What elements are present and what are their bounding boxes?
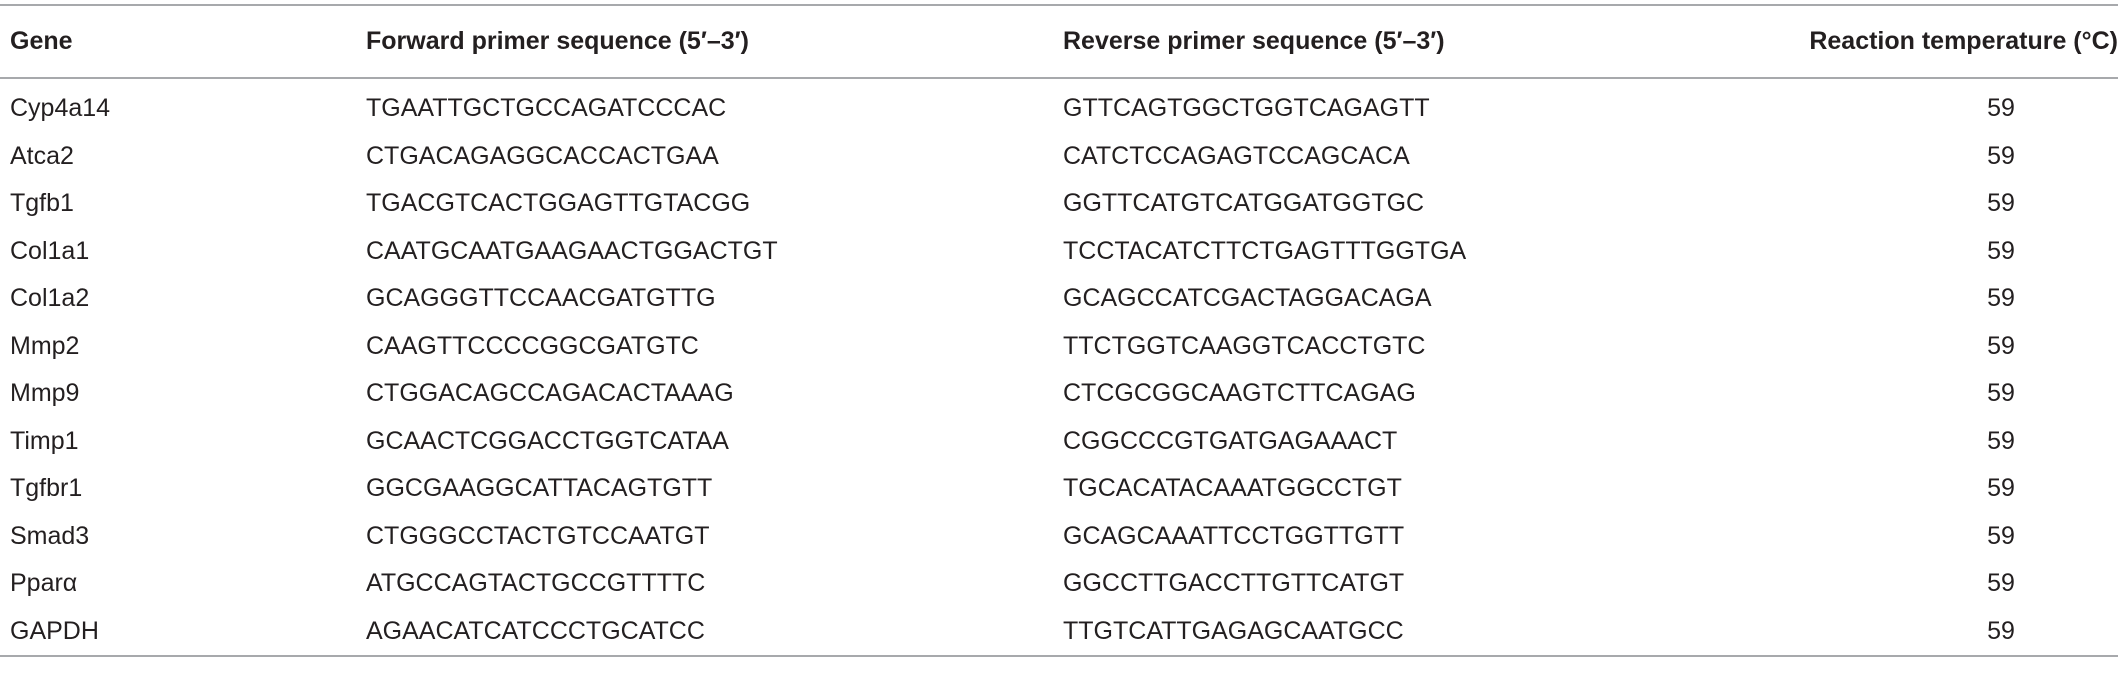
cell-gene: Col1a1: [10, 236, 90, 265]
cell-reverse-primer: CGGCCCGTGATGAGAAACT: [1063, 426, 1398, 455]
cell-reverse-primer: TGCACATACAAATGGCCTGT: [1063, 474, 1402, 503]
table-row: GAPDH AGAACATCATCCCTGCATCC TTGTCATTGAGAGCA…: [0, 608, 2118, 656]
cell-reaction-temperature: 59: [1987, 521, 2015, 550]
table-row: Timp1 GCAACTCGGACCTGGTCATAA CGGCCCGTGATGAG…: [0, 418, 2118, 466]
cell-forward-primer: CTGGGCCTACTGTCCAATGT: [366, 521, 710, 550]
table-row: Pparα ATGCCAGTACTGCCGTTTTC GGCCTTGACCTTGTT…: [0, 560, 2118, 608]
cell-reaction-temperature: 59: [1987, 141, 2015, 170]
cell-forward-primer: CAAGTTCCCCGGCGATGTC: [366, 331, 699, 360]
cell-gene: Tgfb1: [10, 189, 74, 218]
cell-reaction-temperature: 59: [1987, 426, 2015, 455]
cell-reaction-temperature: 59: [1987, 331, 2015, 360]
cell-gene: Pparα: [10, 569, 78, 598]
cell-reaction-temperature: 59: [1987, 569, 2015, 598]
header-reverse-primer: Reverse primer sequence (5′–3′): [1063, 27, 1445, 55]
cell-forward-primer: CTGGACAGCCAGACACTAAAG: [366, 379, 734, 408]
cell-forward-primer: ATGCCAGTACTGCCGTTTTC: [366, 569, 706, 598]
cell-reverse-primer: TTCTGGTCAAGGTCACCTGTC: [1063, 331, 1426, 360]
cell-reaction-temperature: 59: [1987, 616, 2015, 645]
cell-reverse-primer: TTGTCATTGAGAGCAATGCC: [1063, 616, 1404, 645]
cell-reaction-temperature: 59: [1987, 474, 2015, 503]
table-row: Smad3 CTGGGCCTACTGTCCAATGT GCAGCAAATTCCTGG…: [0, 513, 2118, 561]
cell-reverse-primer: CATCTCCAGAGTCCAGCACA: [1063, 141, 1410, 170]
cell-reverse-primer: GCAGCCATCGACTAGGACAGA: [1063, 284, 1432, 313]
cell-forward-primer: GCAGGGTTCCAACGATGTTG: [366, 284, 716, 313]
cell-reaction-temperature: 59: [1987, 94, 2015, 123]
table-row: Mmp9 CTGGACAGCCAGACACTAAAG CTCGCGGCAAGTCTT…: [0, 370, 2118, 418]
table-row: Tgfbr1 GGCGAAGGCATTACAGTGTT TGCACATACAAATG…: [0, 465, 2118, 513]
cell-forward-primer: CTGACAGAGGCACCACTGAA: [366, 141, 719, 170]
header-forward-primer: Forward primer sequence (5′–3′): [366, 27, 749, 55]
cell-reverse-primer: GGTTCATGTCATGGATGGTGC: [1063, 189, 1425, 218]
table-body: Cyp4a14 TGAATTGCTGCCAGATCCCAC GTTCAGTGGCTG…: [0, 78, 2118, 656]
cell-reverse-primer: GCAGCAAATTCCTGGTTGTT: [1063, 521, 1405, 550]
cell-reverse-primer: GGCCTTGACCTTGTTCATGT: [1063, 569, 1405, 598]
cell-reaction-temperature: 59: [1987, 236, 2015, 265]
cell-gene: Col1a2: [10, 284, 90, 313]
cell-forward-primer: GGCGAAGGCATTACAGTGTT: [366, 474, 713, 503]
cell-forward-primer: TGACGTCACTGGAGTTGTACGG: [366, 189, 751, 218]
cell-gene: GAPDH: [10, 616, 99, 645]
cell-forward-primer: GCAACTCGGACCTGGTCATAA: [366, 426, 729, 455]
cell-gene: Atca2: [10, 141, 74, 170]
cell-reaction-temperature: 59: [1987, 189, 2015, 218]
cell-reaction-temperature: 59: [1987, 284, 2015, 313]
table-row: Atca2 CTGACAGAGGCACCACTGAA CATCTCCAGAGTCCA…: [0, 133, 2118, 181]
cell-gene: Smad3: [10, 521, 90, 550]
table-row: Col1a2 GCAGGGTTCCAACGATGTTG GCAGCCATCGACTA…: [0, 275, 2118, 323]
cell-reverse-primer: CTCGCGGCAAGTCTTCAGAG: [1063, 379, 1416, 408]
cell-gene: Mmp9: [10, 379, 80, 408]
cell-reverse-primer: GTTCAGTGGCTGGTCAGAGTT: [1063, 94, 1430, 123]
cell-forward-primer: CAATGCAATGAAGAACTGGACTGT: [366, 236, 778, 265]
header-reaction-temperature: Reaction temperature (°C): [1809, 27, 2118, 55]
cell-forward-primer: TGAATTGCTGCCAGATCCCAC: [366, 94, 727, 123]
header-gene: Gene: [10, 27, 73, 55]
cell-gene: Mmp2: [10, 331, 80, 360]
cell-gene: Tgfbr1: [10, 474, 83, 503]
table-row: Col1a1 CAATGCAATGAAGAACTGGACTGT TCCTACATCT…: [0, 228, 2118, 276]
header-row: Gene Forward primer sequence (5′–3′) Rev…: [0, 5, 2118, 78]
table-row: Cyp4a14 TGAATTGCTGCCAGATCCCAC GTTCAGTGGCTG…: [0, 78, 2118, 133]
primer-table: Gene Forward primer sequence (5′–3′) Rev…: [0, 4, 2118, 657]
table-header: Gene Forward primer sequence (5′–3′) Rev…: [0, 5, 2118, 78]
table-row: Tgfb1 TGACGTCACTGGAGTTGTACGG GGTTCATGTCATG…: [0, 180, 2118, 228]
cell-gene: Timp1: [10, 426, 79, 455]
cell-gene: Cyp4a14: [10, 94, 111, 123]
cell-forward-primer: AGAACATCATCCCTGCATCC: [366, 616, 705, 645]
primer-table-container: Gene Forward primer sequence (5′–3′) Rev…: [0, 4, 2118, 678]
cell-reverse-primer: TCCTACATCTTCTGAGTTTGGTGA: [1063, 236, 1467, 265]
cell-reaction-temperature: 59: [1987, 379, 2015, 408]
table-row: Mmp2 CAAGTTCCCCGGCGATGTC TTCTGGTCAAGGTCACC…: [0, 323, 2118, 371]
